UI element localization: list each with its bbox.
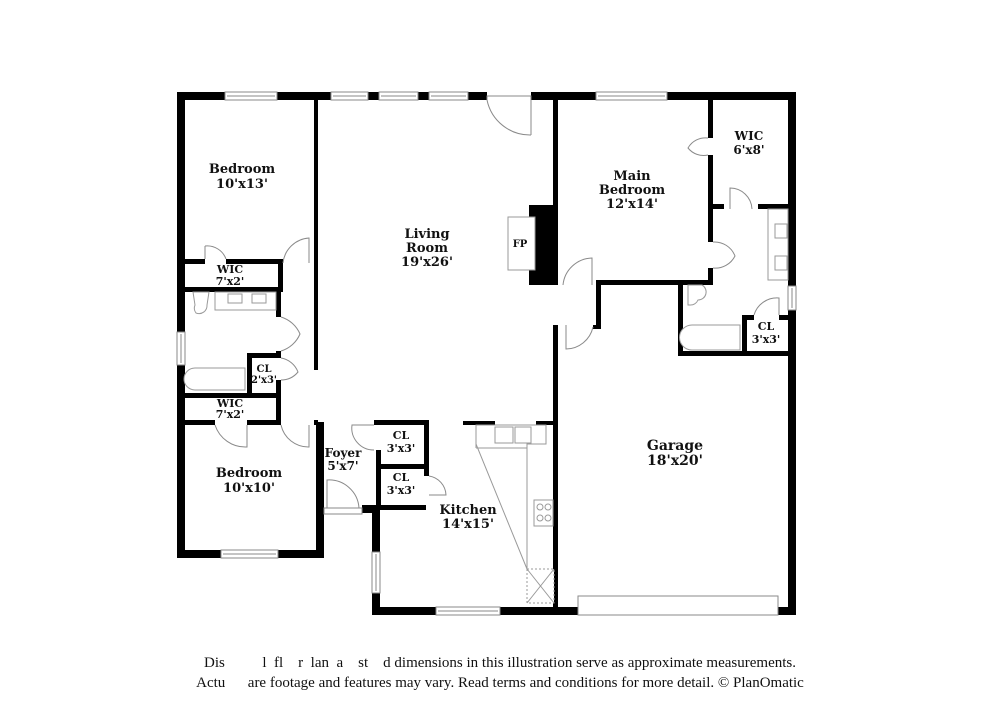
room-cl-1-name: CL xyxy=(257,364,272,375)
room-cl-foyer-1-name: CL xyxy=(393,429,410,442)
fireplace-label: FP xyxy=(513,239,528,250)
outer-walls xyxy=(177,92,796,615)
room-cl-main-size: 3'x3' xyxy=(752,333,781,346)
room-cl-foyer-2-name: CL xyxy=(393,471,410,484)
room-wic-main-name: WIC xyxy=(734,129,764,143)
room-bedroom-2-name: Bedroom xyxy=(216,466,283,481)
room-bedroom-1-name: Bedroom xyxy=(209,162,276,177)
disclaimer-line-2: Actu are footage and features may vary. … xyxy=(196,675,804,691)
room-foyer-size: 5'x7' xyxy=(327,459,358,473)
room-living-room-name-2: Room xyxy=(406,241,448,256)
room-wic-main-size: 6'x8' xyxy=(733,143,764,157)
disclaimer-line-1: Dis l fl r lan a st d dimensions in this… xyxy=(204,655,796,671)
doors xyxy=(204,95,780,515)
room-kitchen-size: 14'x15' xyxy=(442,517,494,532)
room-main-bedroom-name-2: Bedroom xyxy=(599,183,666,198)
room-wic-1-name: WIC xyxy=(216,263,243,276)
room-cl-foyer-1-size: 3'x3' xyxy=(387,442,416,455)
room-cl-main-name: CL xyxy=(758,320,775,333)
interior-walls xyxy=(185,100,789,615)
room-wic-2-size: 7'x2' xyxy=(216,408,245,421)
room-cl-1-size: 2'x3' xyxy=(251,375,277,386)
room-living-room-size: 19'x26' xyxy=(401,255,453,270)
room-bedroom-2-size: 10'x10' xyxy=(223,481,275,496)
room-wic-2-name: WIC xyxy=(216,397,243,410)
room-garage-size: 18'x20' xyxy=(647,453,703,469)
room-main-bedroom-size: 12'x14' xyxy=(606,197,658,212)
room-garage-name: Garage xyxy=(647,438,703,454)
room-labels: Bedroom 10'x13' WIC 7'x2' CL 2'x3' WIC 7… xyxy=(209,129,780,532)
room-wic-1-size: 7'x2' xyxy=(216,275,245,288)
room-main-bedroom-name-1: Main xyxy=(613,169,651,184)
room-bedroom-1-size: 10'x13' xyxy=(216,177,268,192)
windows xyxy=(176,91,797,616)
fixtures xyxy=(183,208,789,604)
room-kitchen-name: Kitchen xyxy=(439,503,497,518)
room-foyer-name: Foyer xyxy=(325,446,362,460)
room-cl-foyer-2-size: 3'x3' xyxy=(387,484,416,497)
room-living-room-name-1: Living xyxy=(404,227,449,242)
